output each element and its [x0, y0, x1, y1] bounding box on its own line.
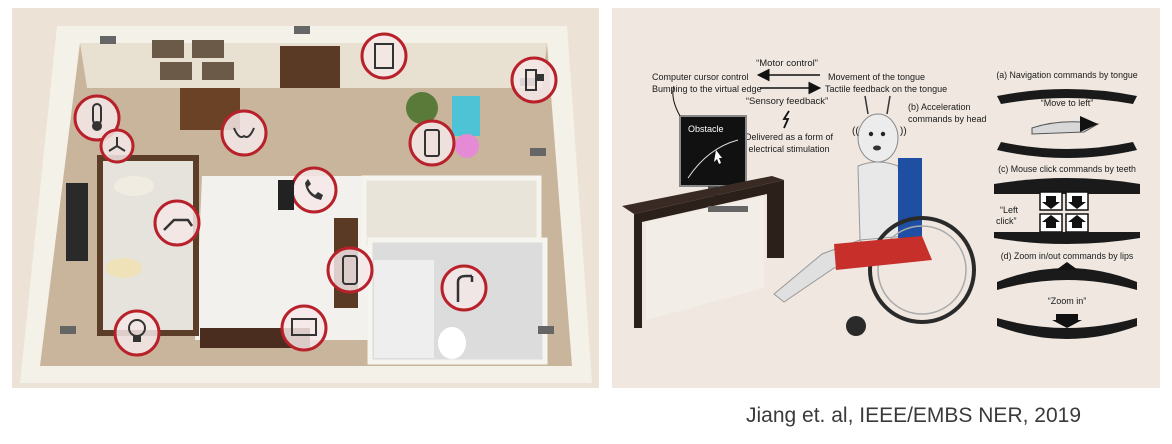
motion-lines-right: ))	[900, 126, 907, 137]
left-click-label-1: “Left	[1000, 205, 1019, 215]
delivered-label: Delivered as a form of	[745, 132, 834, 142]
smart-home-floorplan	[12, 8, 599, 388]
up-arrow-icon	[1068, 215, 1086, 228]
pillow	[106, 258, 142, 278]
wall-picture	[192, 40, 224, 58]
toilet	[438, 327, 466, 359]
back-door	[280, 46, 340, 88]
lightning-icon	[782, 110, 790, 129]
phone-device	[278, 180, 294, 210]
motion-lines-left: ((	[852, 126, 859, 137]
camera-icon	[100, 36, 116, 44]
upper-jaw-c	[994, 178, 1140, 194]
adjustable-bed-icon	[153, 199, 201, 247]
motor-control-label: “Motor control”	[756, 58, 818, 69]
down-arrow-icon	[1042, 196, 1060, 209]
zoom-down-arrow-icon	[1052, 314, 1082, 328]
upper-lip-d	[997, 268, 1137, 290]
camera-icon	[530, 148, 546, 156]
phone-call-icon	[290, 166, 338, 214]
virtual-edge-label: Bumping to the virtual edge	[652, 84, 762, 94]
person-mouth	[873, 145, 881, 151]
obstacle-label: Obstacle	[688, 124, 724, 134]
stimulation-label: electrical stimulation	[748, 144, 829, 154]
wheelchair-frame	[834, 236, 932, 270]
wall-picture	[152, 40, 184, 58]
lower-lip-a	[997, 142, 1137, 158]
headset-antenna	[886, 95, 891, 115]
zoom-up-arrow-icon	[1056, 262, 1078, 270]
accel-label-1: (b) Acceleration	[908, 102, 971, 112]
tongue-movement-label: Movement of the tongue	[828, 72, 925, 82]
desk-top	[622, 176, 784, 214]
lower-jaw-c	[994, 232, 1140, 244]
nav-title: (a) Navigation commands by tongue	[996, 70, 1137, 80]
person-head	[857, 113, 899, 163]
zoom-title: (d) Zoom in/out commands by lips	[1001, 251, 1134, 261]
pillow	[114, 176, 154, 196]
wheelchair-wheel	[868, 216, 976, 324]
zoom-in-label: “Zoom in”	[1048, 296, 1087, 306]
rug	[195, 176, 377, 340]
upper-lip-a	[997, 89, 1137, 104]
thermostat-icon	[73, 94, 121, 142]
wheelchair-rim	[877, 225, 967, 315]
wheelchair-wheel	[455, 134, 479, 158]
move-left-label: “Move to left”	[1041, 98, 1094, 108]
camera-icon	[294, 26, 310, 34]
headset-antenna	[864, 95, 869, 115]
down-arrow-icon	[1068, 196, 1086, 209]
camera-icon	[60, 326, 76, 334]
lower-lip-d	[997, 318, 1137, 339]
desk-panel	[646, 196, 764, 320]
door-icon	[360, 32, 408, 80]
cursor-control-label: Computer cursor control	[652, 72, 749, 82]
up-arrow-icon	[1042, 215, 1060, 228]
keyboard	[708, 206, 748, 212]
left-click-label-2: click”	[996, 216, 1017, 226]
wall-picture-left	[66, 183, 88, 261]
wall-picture	[202, 62, 234, 80]
virtual-edge-line	[687, 139, 739, 179]
direction-arrow	[1080, 116, 1098, 132]
wheelchair	[452, 96, 480, 136]
light-bulb-icon	[113, 309, 161, 357]
tv-remote-icon	[326, 246, 374, 294]
fan-icon	[99, 128, 135, 164]
caster-wheel	[846, 316, 866, 336]
remote-control-icon	[408, 119, 456, 167]
wall-picture	[160, 62, 192, 80]
accel-label-2: commands by head	[908, 114, 987, 124]
door-lock-icon	[510, 56, 558, 104]
television-icon	[280, 304, 328, 352]
leader-line	[672, 85, 681, 117]
person-eye	[880, 131, 886, 137]
shower-icon	[440, 264, 488, 312]
plant	[406, 92, 438, 124]
mouse-title: (c) Mouse click commands by teeth	[998, 164, 1136, 174]
sensory-feedback-label: “Sensory feedback”	[746, 96, 828, 107]
tactile-feedback-label: Tactile feedback on the tongue	[825, 84, 947, 94]
hands-icon	[220, 109, 268, 157]
camera-icon	[538, 326, 554, 334]
bathtub	[374, 260, 434, 358]
desk-body	[634, 180, 784, 328]
person-eye	[868, 131, 874, 137]
citation: Jiang et. al, IEEE/EMBS NER, 2019	[746, 404, 1081, 427]
cursor-icon	[714, 150, 722, 164]
wheelchair-back	[898, 158, 922, 238]
bci-diagram: “Motor control” Computer cursor control …	[612, 8, 1160, 388]
